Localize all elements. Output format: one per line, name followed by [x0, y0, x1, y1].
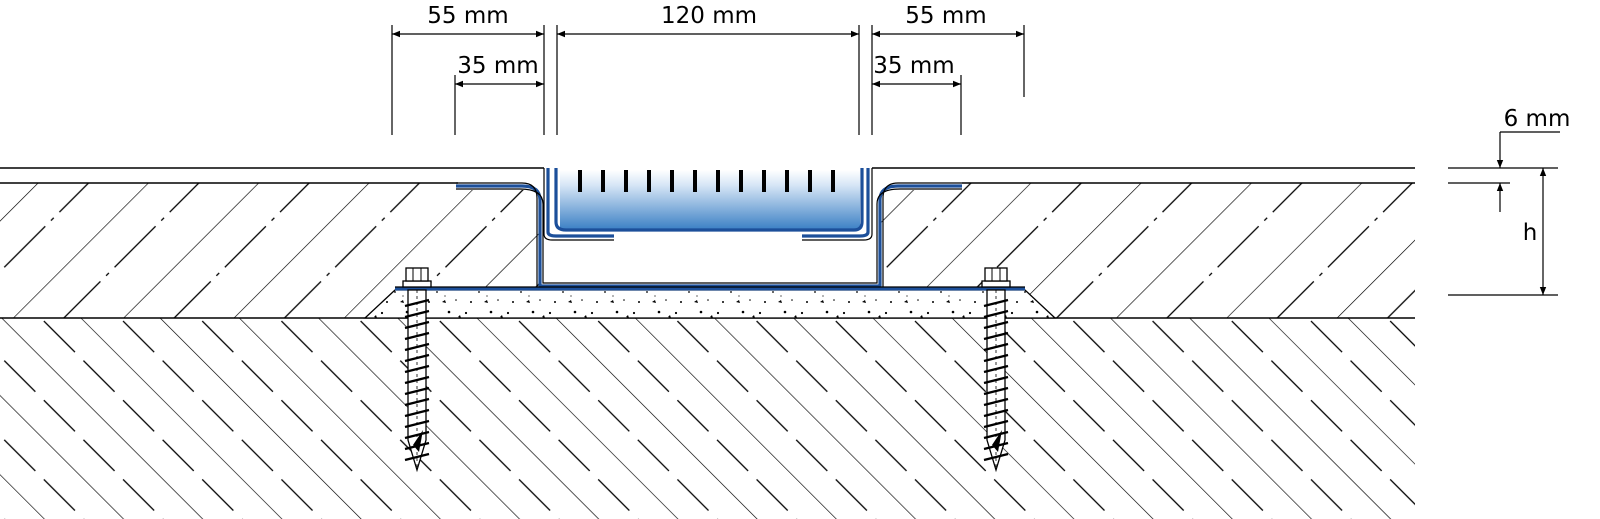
grate-slot [762, 170, 766, 192]
concrete-slab [0, 317, 1415, 519]
grate-insert [543, 168, 873, 241]
anchor-screw-left [402, 267, 432, 473]
grate-slot [601, 170, 605, 192]
grate-slot [808, 170, 812, 192]
grate-slot [739, 170, 743, 192]
dim-center-label: 120 mm [661, 3, 757, 29]
dimension-lines-top [391, 25, 1025, 135]
grate-slot [670, 170, 674, 192]
dim-left-inner-label: 35 mm [457, 53, 538, 79]
grate-slots [578, 170, 835, 192]
grate-slot [647, 170, 651, 192]
dim-left-outer-label: 55 mm [427, 3, 508, 29]
dimension-lines-side [1448, 131, 1560, 296]
dim-right-inner-label: 35 mm [873, 53, 954, 79]
drain-channel-body [395, 182, 1025, 291]
dim-height-label: h [1523, 220, 1538, 246]
anchor-screw-right [981, 267, 1011, 473]
dim-thickness-label: 6 mm [1504, 106, 1571, 132]
dim-right-outer-label: 55 mm [905, 3, 986, 29]
grate-slot [624, 170, 628, 192]
grate-slot [693, 170, 697, 192]
grate-slot [578, 170, 582, 192]
grate-slot [785, 170, 789, 192]
grate-slot [716, 170, 720, 192]
grate-slot [831, 170, 835, 192]
mortar-bed [363, 289, 1057, 319]
